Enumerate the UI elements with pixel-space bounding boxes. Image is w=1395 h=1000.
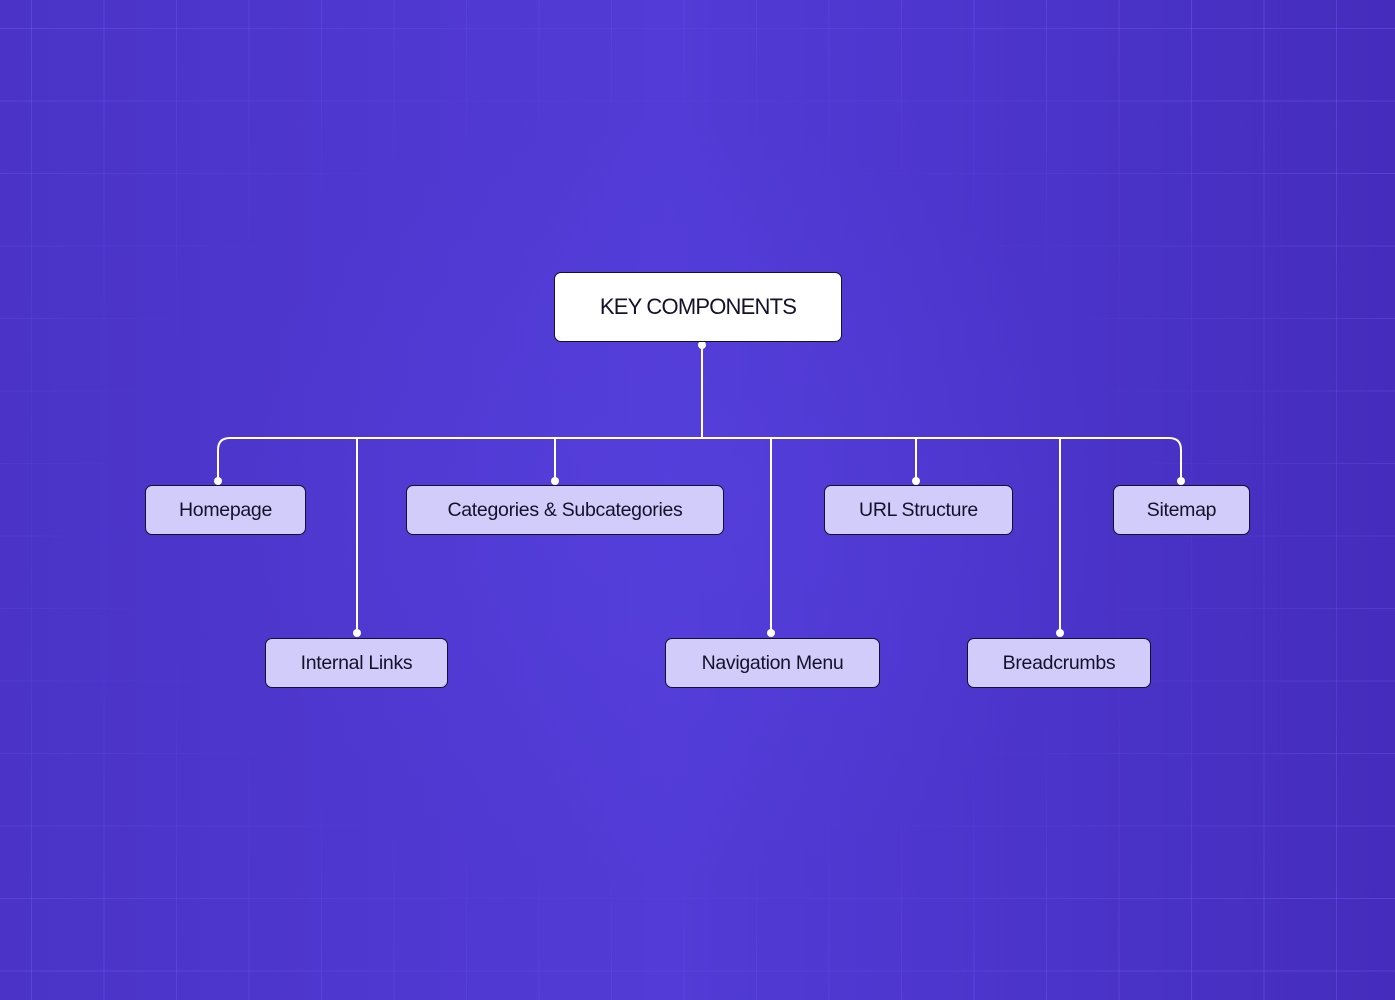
- node-label: Navigation Menu: [701, 651, 844, 674]
- anchor-dot-homepage: [214, 477, 222, 485]
- connector-bus: [217, 437, 1182, 481]
- anchor-dot-root: [698, 341, 706, 349]
- node-navigation-menu[interactable]: Navigation Menu: [665, 638, 880, 688]
- root-node-label: KEY COMPONENTS: [599, 294, 797, 319]
- anchor-dot-internal-links: [353, 629, 361, 637]
- node-categories-subcategories[interactable]: Categories & Subcategories: [406, 485, 724, 535]
- node-url-structure[interactable]: URL Structure: [824, 485, 1013, 535]
- anchor-dot-breadcrumbs: [1056, 629, 1064, 637]
- node-homepage[interactable]: Homepage: [145, 485, 306, 535]
- anchor-dot-navigation-menu: [767, 629, 775, 637]
- node-label: URL Structure: [859, 498, 978, 521]
- node-breadcrumbs[interactable]: Breadcrumbs: [967, 638, 1151, 688]
- anchor-dot-url-structure: [912, 477, 920, 485]
- node-internal-links[interactable]: Internal Links: [265, 638, 448, 688]
- node-label: Internal Links: [300, 651, 413, 674]
- root-node-key-components[interactable]: KEY COMPONENTS: [554, 272, 842, 342]
- anchor-dot-categories: [551, 477, 559, 485]
- node-label: Homepage: [179, 498, 272, 521]
- node-label: Sitemap: [1146, 498, 1217, 521]
- node-label: Categories & Subcategories: [447, 498, 683, 521]
- node-label: Breadcrumbs: [1002, 651, 1116, 674]
- anchor-dot-sitemap: [1177, 477, 1185, 485]
- node-sitemap[interactable]: Sitemap: [1113, 485, 1250, 535]
